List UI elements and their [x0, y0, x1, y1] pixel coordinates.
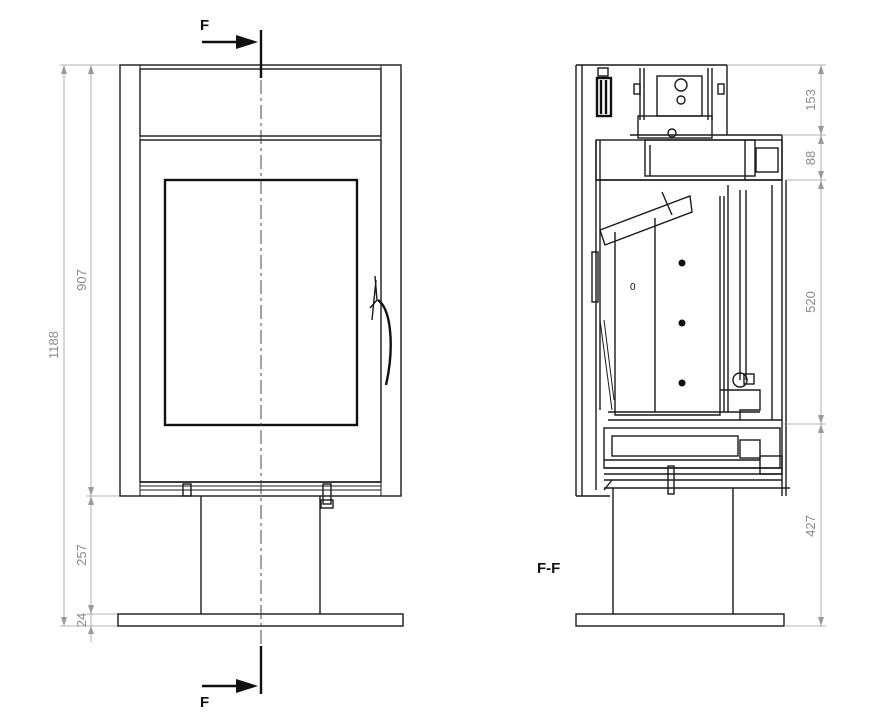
side-top-chamber: [595, 67, 725, 139]
side-ash-area: [603, 427, 790, 495]
side-outer-shell: [575, 64, 787, 497]
side-firebox: 0: [591, 140, 782, 490]
dim-upper-88: 88: [803, 151, 818, 165]
side-upper-section: [595, 139, 783, 181]
section-letter-top: F: [200, 17, 209, 34]
front-pedestal: [117, 496, 404, 627]
section-letter-bottom: F: [200, 694, 209, 711]
front-view: 1188 907 257 24: [46, 17, 404, 711]
section-marker-bottom: F: [200, 646, 263, 711]
section-label-ff: F-F: [537, 560, 560, 577]
front-dimension-lines: [60, 64, 120, 642]
dim-body-907: 907: [74, 269, 89, 291]
front-stove-body: [119, 64, 402, 509]
dim-total-1188: 1188: [46, 331, 61, 359]
side-dimension-lines: [727, 64, 826, 627]
dim-top-153: 153: [803, 89, 818, 111]
dim-firebox-520: 520: [803, 291, 818, 313]
section-marker-top: F: [200, 17, 263, 78]
dim-pedestal-427: 427: [803, 515, 818, 537]
door-handle: [369, 275, 392, 386]
side-section-view: 0: [537, 64, 826, 627]
dim-pedestal-257: 257: [74, 544, 89, 566]
firebox-marker: 0: [630, 282, 636, 293]
dim-base-24: 24: [74, 613, 89, 627]
side-pedestal: [575, 488, 785, 627]
